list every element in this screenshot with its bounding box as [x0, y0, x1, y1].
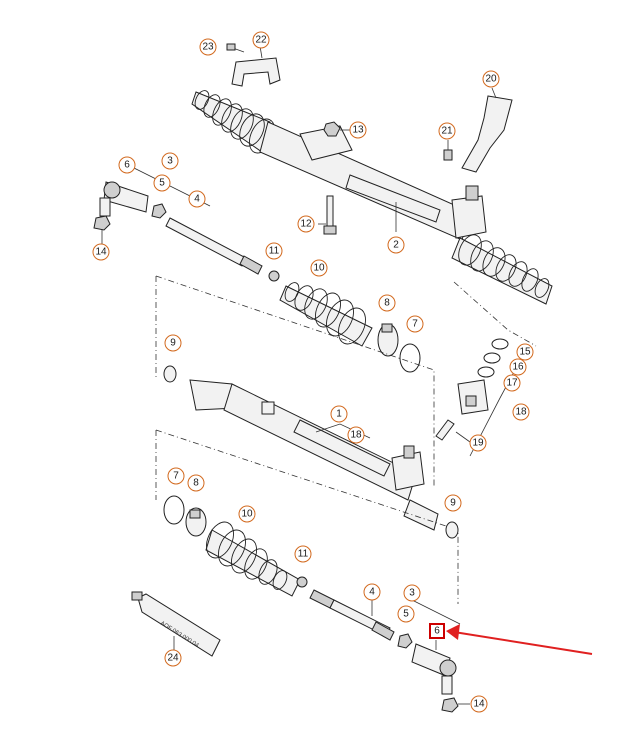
svg-text:9: 9 — [170, 338, 176, 349]
svg-text:24: 24 — [167, 653, 179, 664]
svg-text:8: 8 — [384, 298, 390, 309]
valve-bolt — [435, 419, 471, 443]
svg-text:5: 5 — [159, 178, 165, 189]
callout-15: 15 — [516, 343, 534, 361]
tie-rod-nut-lower — [441, 697, 470, 713]
control-valve — [457, 345, 529, 457]
callout-11-top: 11 — [265, 242, 283, 260]
svg-text:16: 16 — [512, 362, 524, 373]
steering-rack-upper — [191, 90, 553, 305]
callout-8-top: 8 — [378, 294, 396, 312]
callout-11-bottom: 11 — [294, 545, 312, 563]
callout-18-right: 18 — [512, 403, 530, 421]
svg-text:10: 10 — [313, 263, 325, 274]
svg-text:17: 17 — [506, 378, 518, 389]
svg-text:2: 2 — [393, 240, 399, 251]
callout-10-bottom: 10 — [238, 505, 256, 523]
callout-22: 22 — [252, 31, 270, 49]
callout-12: 12 — [297, 215, 315, 233]
svg-text:19: 19 — [472, 438, 484, 449]
callout-24: 24 — [164, 649, 182, 667]
svg-text:18: 18 — [350, 430, 362, 441]
rack-boot-lower — [205, 521, 301, 597]
svg-text:3: 3 — [167, 156, 173, 167]
callout-21: 21 — [438, 122, 456, 140]
callout-3-top: 3 — [161, 152, 179, 170]
svg-text:4: 4 — [369, 587, 375, 598]
callout-17: 17 — [503, 374, 521, 392]
svg-text:9: 9 — [450, 498, 456, 509]
svg-text:20: 20 — [485, 74, 497, 85]
callout-7-top: 7 — [406, 315, 424, 333]
callout-18-mid: 18 — [347, 426, 365, 444]
callout-3-bottom: 3 — [403, 584, 421, 602]
callout-1: 1 — [330, 405, 348, 423]
rack-boot — [279, 282, 373, 347]
callout-13: 13 — [349, 121, 367, 139]
svg-text:11: 11 — [298, 549, 309, 560]
steering-rack-lower — [189, 379, 439, 531]
callout-10-top: 10 — [310, 259, 328, 277]
valve-seals — [453, 281, 537, 378]
callout-2: 2 — [387, 236, 405, 254]
callout-8-bottom: 8 — [187, 474, 205, 492]
callout-14-bottom: 14 — [470, 695, 488, 713]
callout-9-top: 9 — [164, 334, 182, 352]
svg-text:13: 13 — [352, 125, 364, 136]
svg-text:7: 7 — [173, 471, 179, 482]
callout-14-top: 14 — [92, 243, 110, 261]
callout-16: 16 — [509, 358, 527, 376]
rod-ring — [296, 576, 308, 588]
svg-text:10: 10 — [241, 509, 253, 520]
highlighted-callout-6[interactable]: 6 — [429, 623, 445, 639]
boot-clamp-lower — [185, 507, 207, 537]
mounting-bolt — [318, 195, 337, 235]
shield-bolt — [443, 140, 453, 161]
hex-nut — [323, 121, 350, 137]
svg-text:3: 3 — [409, 588, 415, 599]
svg-text:23: 23 — [202, 42, 214, 53]
boot-clamp — [377, 323, 399, 357]
callout-9-bottom: 9 — [444, 494, 462, 512]
tie-rod-upper — [99, 163, 280, 282]
mounting-clamp — [229, 46, 281, 87]
tie-rod-nut — [93, 215, 111, 244]
callout-6-top: 6 — [118, 156, 136, 174]
svg-text:11: 11 — [269, 246, 280, 257]
svg-text:6: 6 — [434, 626, 440, 637]
callout-7-bottom: 7 — [167, 467, 185, 485]
svg-text:15: 15 — [519, 347, 531, 358]
svg-text:21: 21 — [441, 126, 453, 137]
svg-text:22: 22 — [255, 35, 267, 46]
o-ring — [399, 343, 421, 373]
o-ring-lower — [163, 495, 185, 525]
svg-text:4: 4 — [194, 194, 200, 205]
washer-lower — [445, 521, 459, 539]
callout-23: 23 — [199, 38, 217, 56]
svg-text:8: 8 — [193, 478, 199, 489]
svg-text:1: 1 — [336, 409, 342, 420]
pointer-arrow — [446, 624, 593, 655]
callout-4-bottom: 4 — [363, 583, 381, 601]
washer — [163, 365, 177, 383]
svg-text:7: 7 — [412, 319, 418, 330]
callout-5-bottom: 5 — [397, 605, 415, 623]
callout-4-top: 4 — [188, 190, 206, 208]
callout-layer: 23 22 20 13 21 6 3 5 4 12 2 14 11 10 8 7… — [92, 31, 534, 713]
svg-text:12: 12 — [300, 219, 312, 230]
callout-5-top: 5 — [153, 174, 171, 192]
callout-20: 20 — [482, 70, 500, 88]
svg-text:6: 6 — [124, 160, 130, 171]
svg-text:14: 14 — [473, 699, 485, 710]
heat-shield — [461, 87, 513, 173]
svg-text:5: 5 — [403, 609, 409, 620]
svg-text:14: 14 — [95, 247, 107, 258]
grease-tube: AOF 063 000 04 — [131, 591, 221, 657]
callout-19: 19 — [469, 434, 487, 452]
svg-text:18: 18 — [515, 407, 527, 418]
tie-rod-lower — [309, 589, 461, 695]
